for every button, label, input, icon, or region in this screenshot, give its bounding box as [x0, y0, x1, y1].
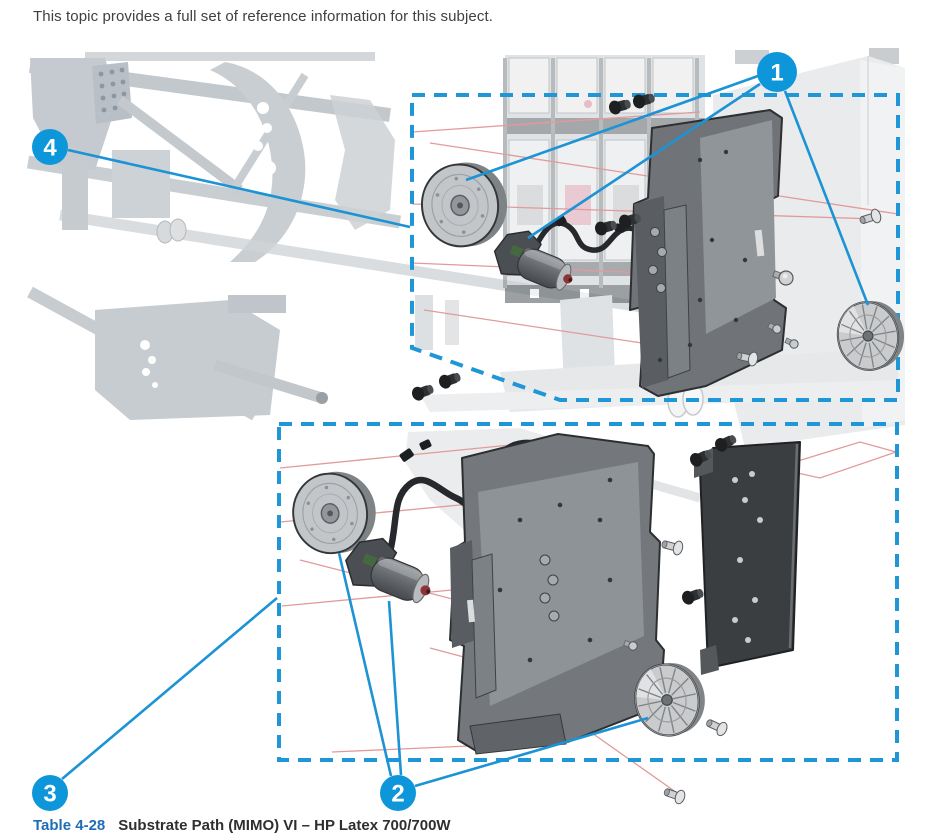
rear-plate-lower — [694, 441, 801, 675]
callout-1: 1 — [757, 52, 797, 92]
lower-assembly — [286, 431, 801, 806]
perforated-plate — [92, 62, 132, 124]
caster-faded — [156, 218, 187, 244]
callout-2: 2 — [380, 775, 416, 811]
mounting-plate-lower — [449, 433, 665, 755]
callout-4: 4 — [32, 129, 68, 165]
table-caption: Table 4-28 Substrate Path (MIMO) VI – HP … — [33, 817, 451, 834]
roll-support-bracket-faded — [27, 286, 328, 421]
callout-4-number: 4 — [43, 135, 57, 162]
table-caption-text: Substrate Path (MIMO) VI – HP Latex 700/… — [118, 817, 451, 834]
mounting-plate-upper — [629, 109, 787, 397]
upper-parts-box — [410, 93, 900, 402]
callout-3-number: 3 — [43, 781, 56, 808]
callout-1-number: 1 — [770, 60, 783, 87]
drive-pulley-upper — [415, 156, 514, 254]
upper-assembly — [410, 90, 911, 403]
lower-parts-box — [277, 422, 899, 762]
intro-text: This topic provides a full set of refere… — [33, 8, 494, 25]
callout-3: 3 — [32, 775, 68, 811]
table-caption-label: Table 4-28 — [33, 817, 106, 834]
callout-lines — [61, 74, 870, 788]
callout-2-number: 2 — [391, 781, 404, 808]
